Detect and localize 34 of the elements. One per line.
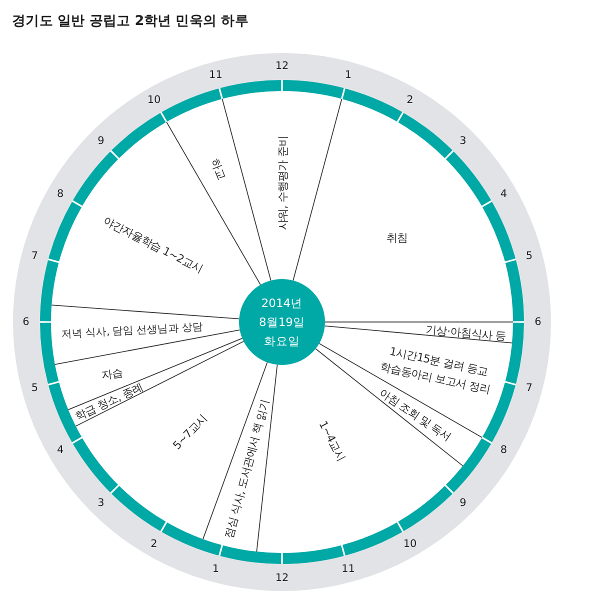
activity-label: 아침 조회 및 독서 <box>376 386 454 444</box>
activity-label: 자습 <box>100 366 124 382</box>
activity-label: 기상·아침식사 등 <box>425 322 507 344</box>
hour-number: 12 <box>275 572 289 584</box>
hour-number: 4 <box>56 444 64 456</box>
hour-number: 5 <box>31 383 38 394</box>
hour-number: 1 <box>344 69 352 80</box>
activity-label: 하교 <box>208 156 228 182</box>
hour-number: 10 <box>147 95 161 106</box>
hour-number: 12 <box>275 60 289 72</box>
hour-number: 7 <box>31 250 38 261</box>
hour-number: 4 <box>500 188 508 200</box>
hour-number: 11 <box>209 69 222 80</box>
diagram-title: 경기도 일반 공립고 2학년 민욱의 하루 <box>12 12 249 30</box>
hour-number: 11 <box>342 564 355 575</box>
hour-number: 7 <box>526 383 533 394</box>
hour-number: 3 <box>98 498 104 508</box>
hour-number: 9 <box>460 498 466 508</box>
activity-label: 학급 청소, 종례 <box>73 380 145 424</box>
hour-number: 3 <box>460 136 466 146</box>
hour-number: 1 <box>212 564 220 575</box>
activity-label: 샤워, 수행평가 준비 <box>276 136 290 230</box>
activity-label: 취침 <box>386 231 408 245</box>
activity-label: 저녁 식사, 담임 선생님과 상담 <box>60 321 204 341</box>
hour-number: 2 <box>150 538 158 549</box>
hour-number: 8 <box>500 444 508 456</box>
date-label: 2014년 8월19일 화요일 <box>258 294 306 350</box>
hour-number: 9 <box>98 136 104 146</box>
hour-number: 5 <box>526 250 533 261</box>
hour-number: 2 <box>406 95 414 106</box>
hour-number: 6 <box>22 316 30 328</box>
hour-number: 10 <box>403 538 417 549</box>
hour-number: 6 <box>534 316 542 328</box>
hour-number: 8 <box>56 188 64 200</box>
